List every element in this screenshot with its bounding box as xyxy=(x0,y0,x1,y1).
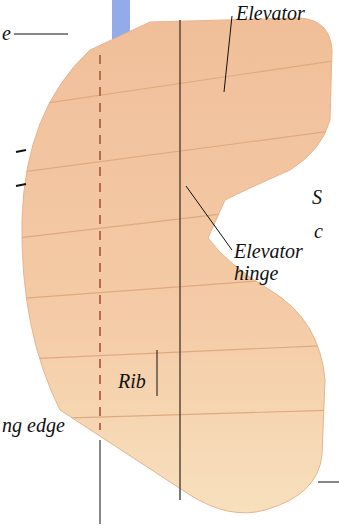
part-label: e xyxy=(2,22,11,44)
part-label: Rib xyxy=(118,370,146,392)
stabilizer-outline xyxy=(22,18,332,513)
leader-lines xyxy=(14,16,339,524)
part-label: ng edge xyxy=(2,414,65,436)
ribs xyxy=(0,60,339,420)
part-label: Elevator hinge xyxy=(234,240,314,284)
hinge-line xyxy=(179,20,181,500)
part-label: c xyxy=(314,220,323,242)
part-label: S xyxy=(312,186,322,208)
part-label: Elevator xyxy=(236,2,305,24)
spar-line xyxy=(99,55,101,430)
